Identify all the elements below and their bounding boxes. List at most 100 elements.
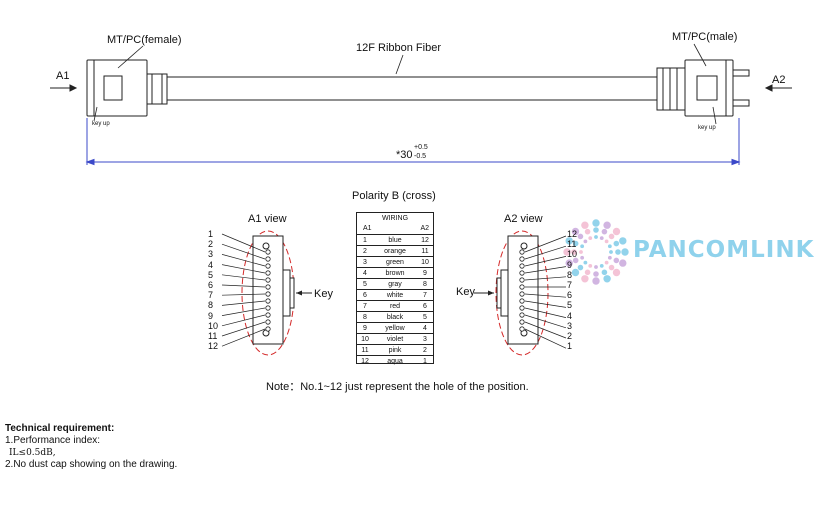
wiring-cell-a1: 2 [357, 245, 373, 257]
technical-requirements: Technical requirement: 1.Performance ind… [5, 423, 177, 471]
a2-fiber-hole [519, 284, 525, 290]
a1-fiber-leader [221, 293, 266, 296]
key-label-a1: Key [314, 288, 333, 300]
a1-fiber-hole [265, 319, 271, 325]
a1-fiber-leader [221, 233, 266, 253]
a2-fiber-leader [524, 321, 567, 339]
position-number: 1 [567, 341, 573, 352]
brand-logo-icon [563, 219, 629, 285]
right-connector-label: MT/PC(male) [672, 31, 738, 43]
a2-key-tab [500, 269, 509, 317]
wiring-col-a1: A1 [363, 225, 372, 232]
wiring-cell-a1: 3 [357, 256, 373, 268]
logo-dot [588, 236, 593, 241]
a1-fiber-hole [265, 326, 271, 332]
wiring-cell-a2: 9 [417, 267, 433, 279]
position-number: 11 [208, 331, 218, 341]
position-number: 4 [208, 259, 214, 270]
position-number: 4 [567, 310, 573, 321]
wiring-cell-color: gray [373, 278, 417, 290]
position-number: 6 [208, 280, 214, 290]
wiring-title: WIRING [381, 215, 409, 222]
tech-heading: Technical requirement: [5, 423, 115, 434]
position-number: 7 [567, 280, 573, 290]
logo-dot [593, 227, 599, 233]
logo-dot [580, 255, 585, 260]
wiring-cell-a2: 3 [417, 333, 433, 345]
a2-guide-hole [520, 242, 528, 250]
logo-dot [580, 244, 585, 249]
position-number: 9 [567, 259, 573, 270]
wiring-col-a2: A2 [420, 225, 429, 232]
a2-fiber-leader [524, 300, 567, 308]
a1-fiber-hole [265, 256, 271, 262]
a1-fiber-hole [265, 305, 271, 311]
position-number: 12 [208, 341, 219, 352]
polarity-diagrams [221, 230, 567, 356]
a2-fiber-hole [519, 298, 525, 304]
logo-dot [571, 268, 580, 277]
logo-dot [592, 277, 600, 285]
wiring-cell-color: violet [373, 333, 417, 345]
a2-fiber-leader [524, 293, 567, 298]
wiring-cell-a2: 12 [417, 234, 433, 246]
logo-dot [609, 250, 613, 254]
logo-dot [619, 259, 627, 267]
logo-dot [608, 264, 615, 271]
a2-fiber-leader [524, 276, 567, 281]
logo-dot [603, 221, 611, 229]
wiring-cell-color: white [373, 289, 417, 301]
logo-dot [593, 271, 599, 277]
logo-dot [613, 240, 620, 247]
logo-dot [571, 249, 577, 255]
logo-dot [604, 260, 609, 265]
position-number: 11 [567, 239, 577, 250]
a1-fiber-leader [221, 328, 266, 347]
logo-dot [601, 228, 608, 235]
wiring-cell-a1: 1 [357, 234, 373, 246]
a2-fiber-leader [524, 328, 567, 349]
wiring-cell-a2: 4 [417, 322, 433, 334]
leader-lines [93, 43, 717, 125]
logo-dot [613, 257, 620, 264]
fiber-label: 12F Ribbon Fiber [356, 42, 441, 54]
length-value: *30 [396, 149, 413, 161]
wiring-cell-a2: 1 [417, 355, 433, 366]
position-number: 2 [567, 331, 573, 341]
logo-dot [619, 237, 627, 245]
polarity-title: Polarity B (cross) [352, 190, 436, 202]
position-number: 6 [567, 290, 573, 301]
wiring-cell-color: orange [373, 245, 417, 257]
arrow-a2-icon [764, 84, 773, 92]
left-boot [146, 73, 168, 105]
wiring-cell-a2: 10 [417, 256, 433, 268]
logo-dot [612, 268, 621, 277]
logo-dot [604, 239, 609, 244]
a1-fiber-hole [265, 284, 271, 290]
a2-fiber-leader [524, 307, 567, 318]
wiring-cell-color: brown [373, 267, 417, 279]
wiring-cell-a1: 12 [357, 355, 373, 366]
logo-dot [577, 233, 584, 240]
logo-dot [588, 263, 593, 268]
a1-fiber-hole [265, 270, 271, 276]
a2-fiber-hole [519, 326, 525, 332]
logo-dot [579, 250, 583, 254]
a2-fiber-leader [524, 245, 567, 260]
arrow-a1-icon [69, 84, 78, 92]
position-number: 7 [208, 290, 214, 301]
wiring-cell-a1: 6 [357, 289, 373, 301]
wiring-cell-a2: 7 [417, 289, 433, 301]
a1-fiber-leader [221, 274, 266, 281]
logo-dot [584, 269, 591, 276]
a2-fiber-hole [519, 256, 525, 262]
logo-dot [594, 265, 598, 269]
a2-fiber-hole [519, 270, 525, 276]
guide-pin-top [732, 69, 750, 77]
position-number: 9 [208, 310, 214, 321]
a1-key-tab [282, 269, 291, 317]
